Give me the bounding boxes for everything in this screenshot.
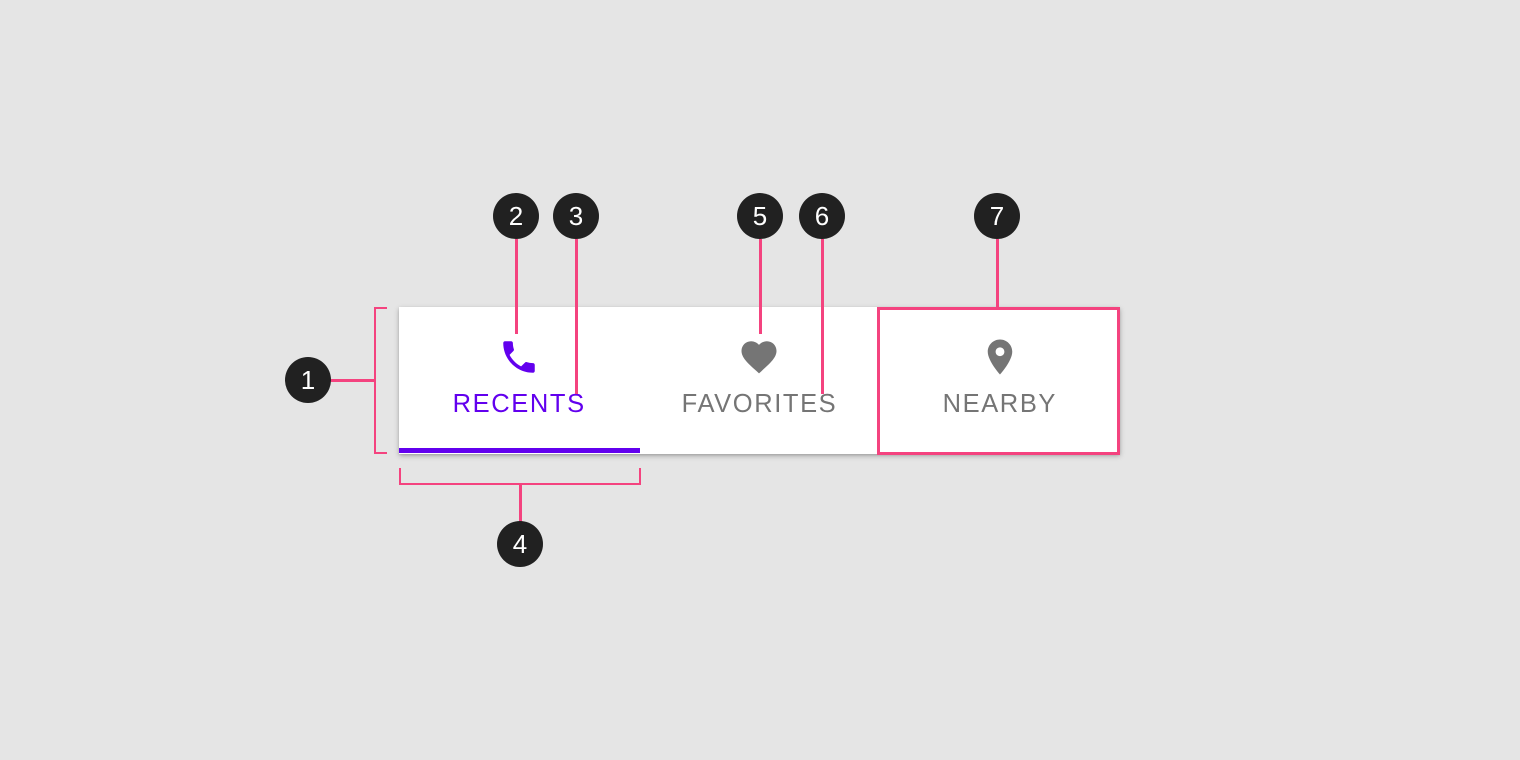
tab-recents[interactable]: RECENTS — [399, 307, 639, 454]
location-pin-icon — [979, 336, 1021, 378]
tab-favorites[interactable]: FAVORITES — [639, 307, 879, 454]
callout-7-leader — [996, 239, 999, 309]
callout-4-bracket — [399, 468, 641, 485]
tab-label-nearby: NEARBY — [942, 390, 1058, 418]
phone-icon — [498, 336, 540, 378]
tab-label-favorites: FAVORITES — [681, 390, 838, 418]
callout-badge-5[interactable]: 5 — [737, 193, 783, 239]
tab-nearby[interactable]: NEARBY — [880, 307, 1120, 454]
callout-1-leader — [331, 379, 376, 382]
callout-badge-6[interactable]: 6 — [799, 193, 845, 239]
callout-badge-7[interactable]: 7 — [974, 193, 1020, 239]
tab-bar: RECENTS FAVORITES NEARBY — [399, 307, 1120, 454]
callout-4-leader — [519, 484, 522, 524]
tab-label-recents: RECENTS — [452, 390, 586, 418]
callout-badge-1[interactable]: 1 — [285, 357, 331, 403]
callout-badge-4[interactable]: 4 — [497, 521, 543, 567]
callout-1-bracket — [374, 307, 387, 454]
callout-badge-3[interactable]: 3 — [553, 193, 599, 239]
callout-badge-2[interactable]: 2 — [493, 193, 539, 239]
heart-icon — [738, 336, 780, 378]
active-tab-indicator — [399, 448, 640, 453]
